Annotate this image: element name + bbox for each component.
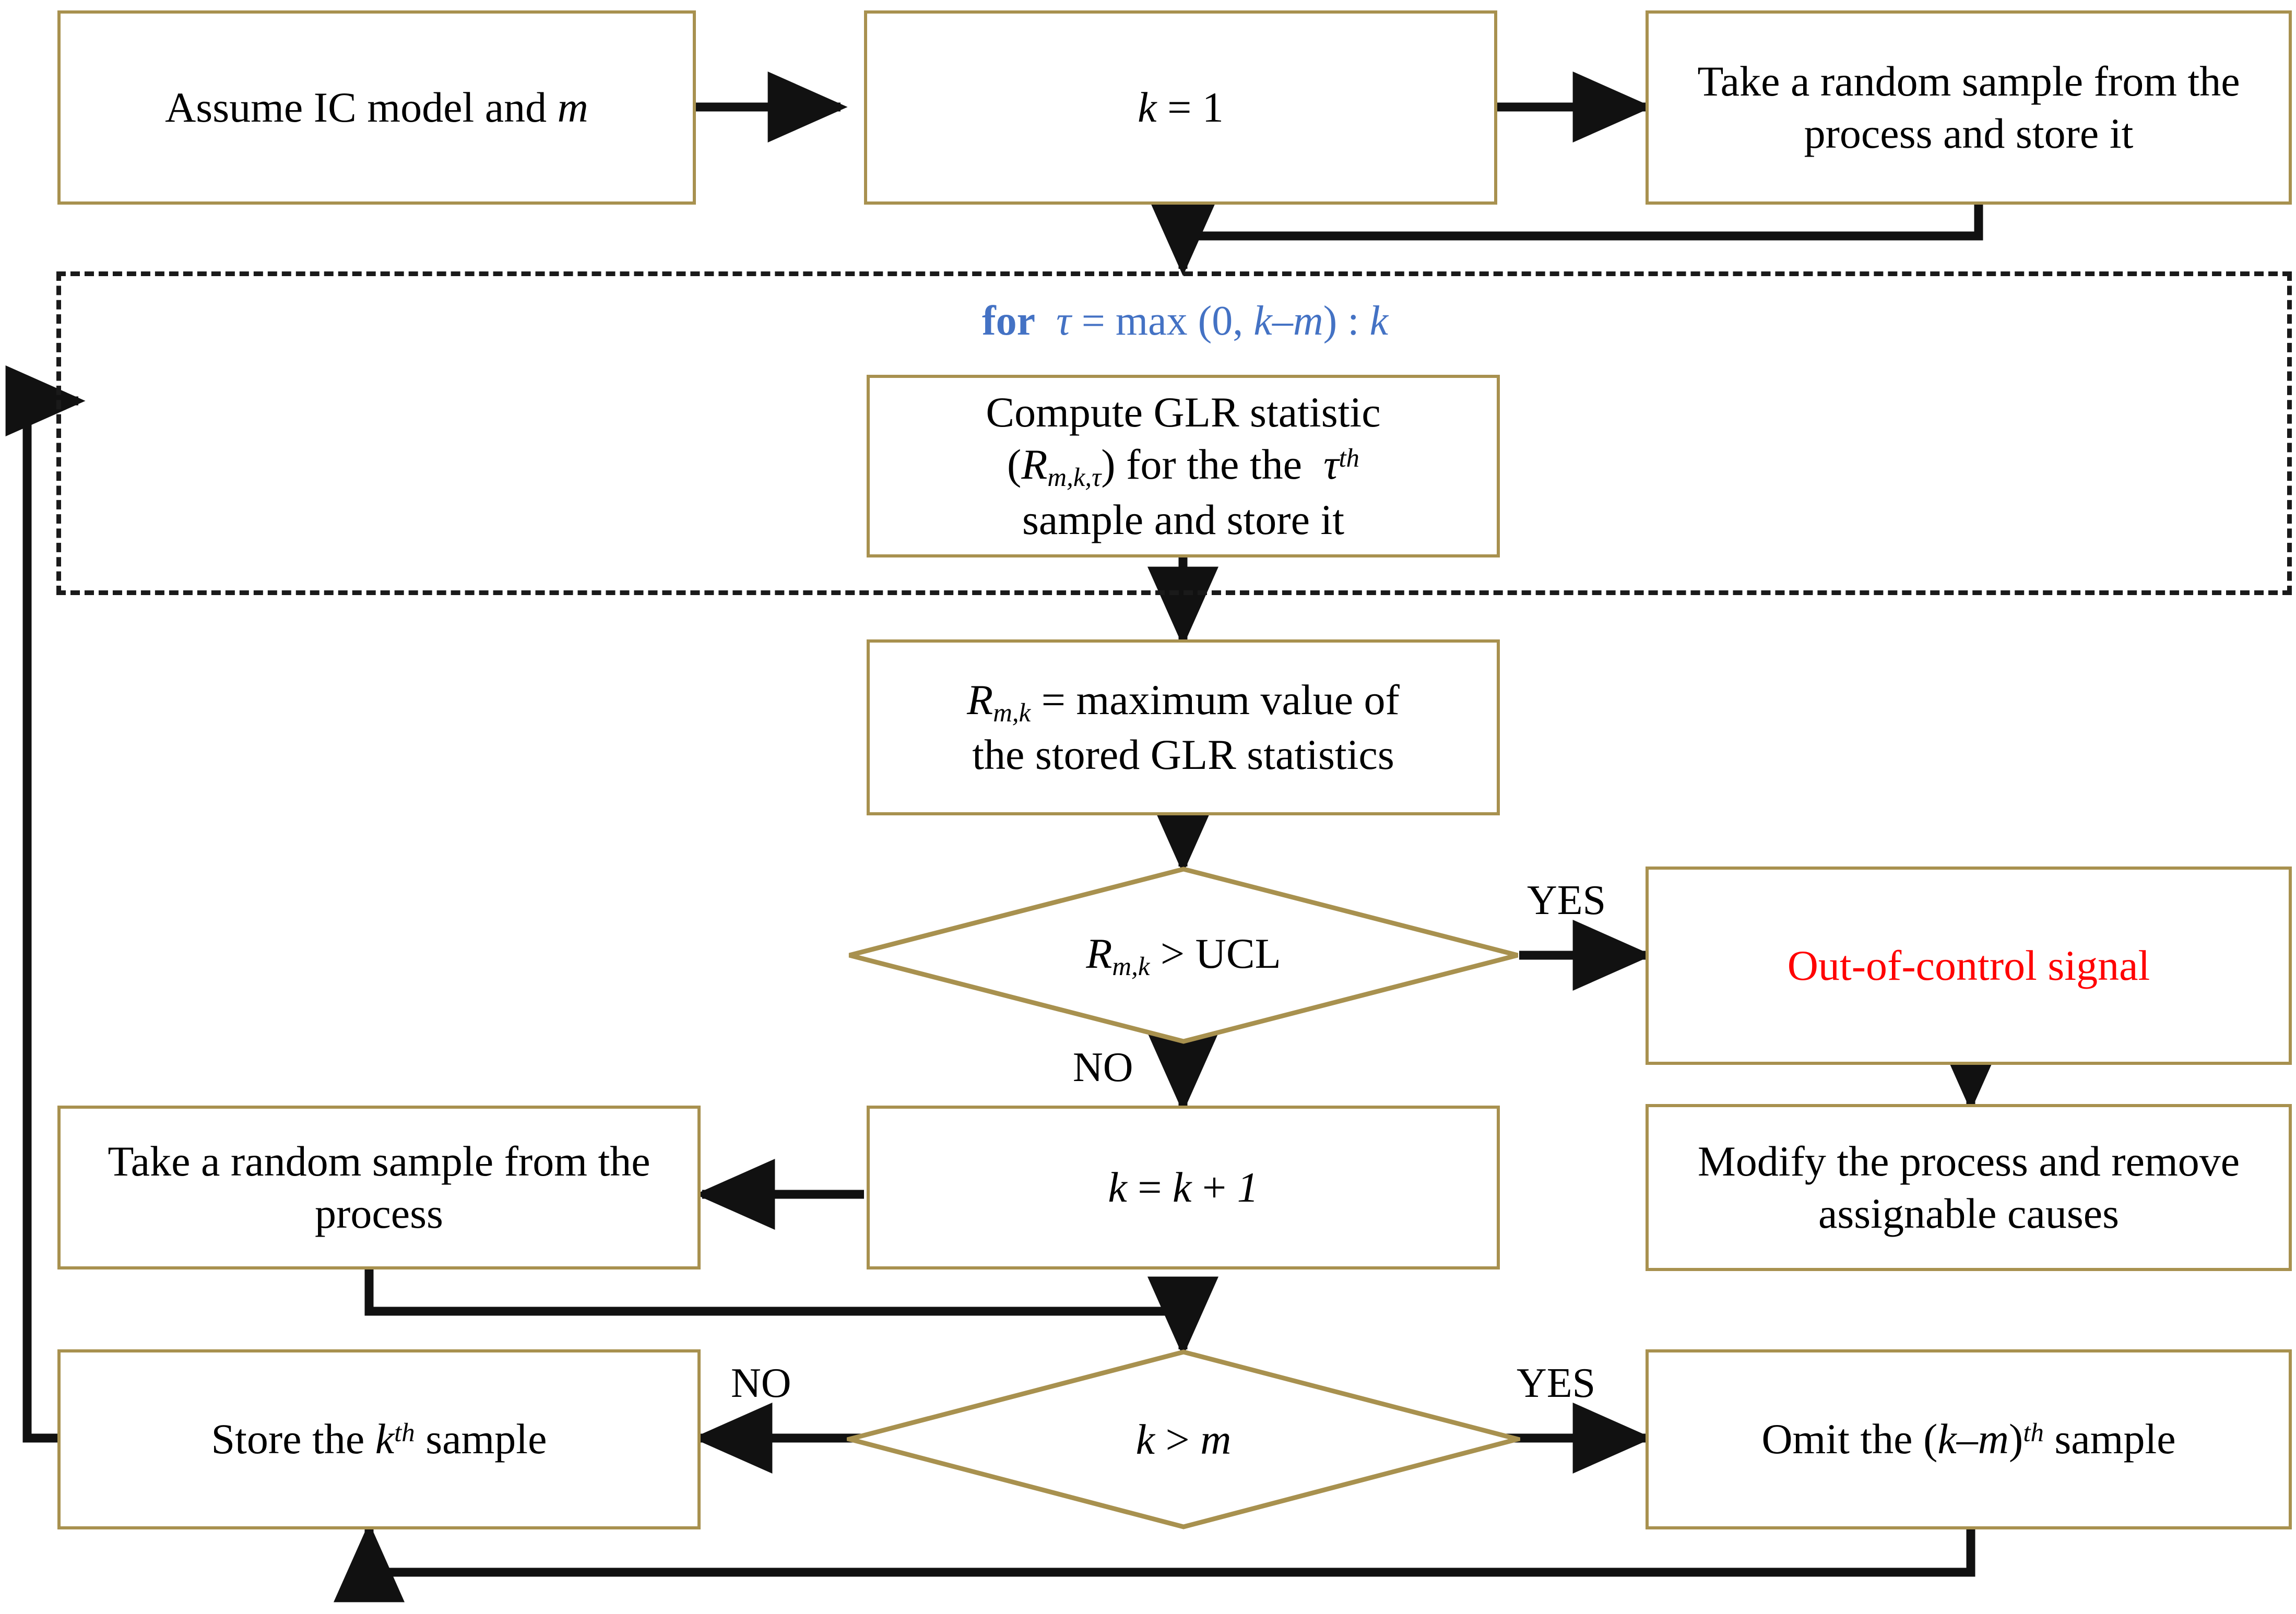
for-loop-keyword: for bbox=[982, 298, 1036, 344]
for-loop-header: for τ = max (0, k–m) : k bbox=[814, 298, 1556, 345]
node-store-kth-sample[interactable]: Store the kth sample bbox=[57, 1349, 701, 1529]
for-loop-expression: τ = max (0, k–m) : k bbox=[1056, 298, 1388, 344]
node-assume-ic-model[interactable]: Assume IC model and m bbox=[57, 10, 696, 205]
node-take-random-sample-label: Take a random sample from the process bbox=[108, 1137, 650, 1237]
decision-k-greater-m[interactable]: k > m bbox=[847, 1349, 1520, 1529]
node-take-random-sample[interactable]: Take a random sample from the process bbox=[57, 1106, 701, 1269]
edge-label-ucl-no: NO bbox=[1073, 1045, 1133, 1090]
edge-label-kgtm-no: NO bbox=[731, 1360, 791, 1406]
edge-takesample-to-kgtm bbox=[364, 1269, 1218, 1357]
node-omit-km-sample-label: Omit the (k–m)th sample bbox=[1761, 1415, 2176, 1463]
node-compute-glr-statistic[interactable]: Compute GLR statistic(Rm,k,τ) for the th… bbox=[867, 375, 1500, 557]
node-out-of-control-signal-label: Out-of-control signal bbox=[1787, 941, 2150, 989]
node-k-init[interactable]: k = 1 bbox=[864, 10, 1497, 205]
node-store-kth-sample-label: Store the kth sample bbox=[211, 1415, 547, 1463]
node-modify-process-label: Modify the process and remove assignable… bbox=[1697, 1137, 2240, 1237]
node-assume-ic-model-label: Assume IC model and m bbox=[165, 83, 588, 131]
node-omit-km-sample[interactable]: Omit the (k–m)th sample bbox=[1646, 1349, 2292, 1529]
edge-takestore-to-loop bbox=[1147, 196, 1983, 276]
edge-omit-to-storekth bbox=[334, 1522, 1975, 1603]
node-take-sample-and-store-label: Take a random sample from the process an… bbox=[1697, 57, 2240, 157]
node-modify-process[interactable]: Modify the process and remove assignable… bbox=[1646, 1104, 2292, 1271]
node-k-increment[interactable]: k = k + 1 bbox=[867, 1106, 1500, 1269]
edge-label-kgtm-yes: YES bbox=[1517, 1360, 1596, 1406]
decision-ucl-test[interactable]: Rm,k > UCL bbox=[847, 867, 1520, 1044]
node-compute-glr-statistic-label: Compute GLR statistic(Rm,k,τ) for the th… bbox=[986, 388, 1381, 543]
node-take-sample-and-store[interactable]: Take a random sample from the process an… bbox=[1646, 10, 2292, 205]
node-out-of-control-signal[interactable]: Out-of-control signal bbox=[1646, 867, 2292, 1065]
edge-label-ucl-yes: YES bbox=[1527, 877, 1606, 923]
node-k-increment-label: k = k + 1 bbox=[1108, 1163, 1259, 1211]
node-k-init-label: k = 1 bbox=[1138, 83, 1224, 131]
for-loop-container bbox=[56, 271, 2292, 595]
